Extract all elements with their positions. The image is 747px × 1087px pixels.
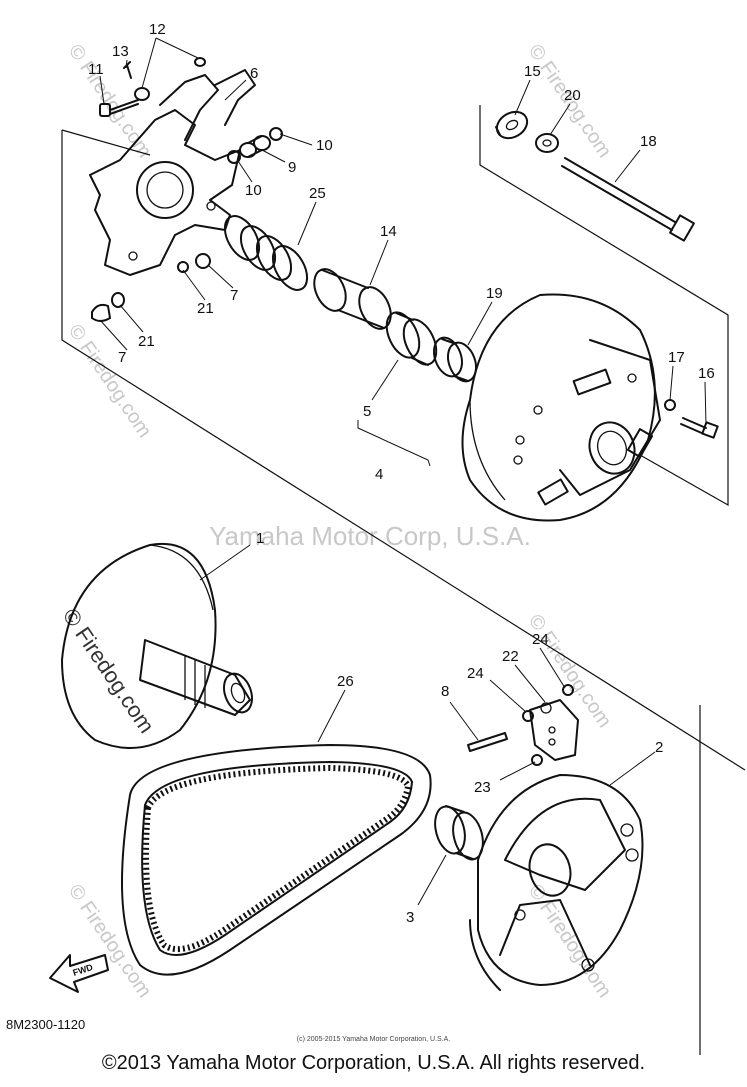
callout-label: 2 bbox=[655, 739, 663, 756]
diagram-part-code: 8M2300-1120 bbox=[6, 1017, 86, 1032]
callout-label: 19 bbox=[486, 285, 503, 302]
callout-label: 12 bbox=[149, 21, 166, 38]
callout-label: 11 bbox=[88, 61, 104, 78]
bushing-9 bbox=[239, 135, 271, 158]
copyright-footer: ©2013 Yamaha Motor Corporation, U.S.A. A… bbox=[101, 1052, 646, 1074]
washer-12b bbox=[194, 57, 206, 67]
bolt-11 bbox=[99, 99, 139, 117]
callout-labels: 12 13 11 6 10 9 10 25 14 15 20 18 7 21 2… bbox=[88, 21, 715, 926]
washer-12a bbox=[134, 87, 150, 101]
washer-17 bbox=[664, 399, 676, 411]
slider-bushing-14 bbox=[313, 268, 392, 330]
callout-label: 24 bbox=[467, 665, 484, 682]
watermark-side: © Firedog.com bbox=[524, 880, 616, 1001]
pin-13 bbox=[123, 61, 132, 79]
ramp-bracket-22 bbox=[529, 699, 579, 761]
callout-label: 15 bbox=[524, 63, 541, 80]
leader-lines bbox=[99, 37, 707, 906]
washer-10b bbox=[227, 150, 241, 164]
callout-label: 9 bbox=[288, 159, 296, 176]
callout-label: 7 bbox=[118, 349, 126, 366]
callout-label: 5 bbox=[363, 403, 371, 420]
fine-print-copyright: (c) 2005-2015 Yamaha Motor Corporation, … bbox=[296, 1036, 451, 1043]
callout-label: 25 bbox=[309, 185, 326, 202]
fixed-sheave-1 bbox=[61, 542, 254, 749]
callout-label: 17 bbox=[668, 349, 685, 366]
callout-label: 7 bbox=[230, 287, 238, 304]
upper-assembly-frame bbox=[61, 105, 746, 1055]
washer-20 bbox=[535, 133, 559, 153]
watermark-center: Yamaha Motor Corp, U.S.A. bbox=[209, 521, 531, 551]
callout-label: 22 bbox=[502, 648, 519, 665]
bolt-16 bbox=[680, 417, 719, 439]
callout-label: 13 bbox=[112, 43, 129, 60]
cap-7-and-washer-21 bbox=[91, 253, 211, 322]
pin-8 bbox=[467, 732, 508, 752]
callout-label: 1 bbox=[256, 530, 264, 547]
callout-label: 10 bbox=[316, 137, 333, 154]
callout-label: 8 bbox=[441, 683, 449, 700]
watermark-side: © Firedog.com bbox=[64, 880, 156, 1001]
watermark-side-dark: © Firedog.com bbox=[58, 604, 160, 738]
callout-label: 14 bbox=[380, 223, 397, 240]
secondary-cam-2 bbox=[469, 774, 644, 991]
bushing-3 bbox=[434, 805, 484, 861]
washer-24b bbox=[562, 684, 574, 696]
washer-10a bbox=[269, 127, 283, 141]
bushing-5 bbox=[385, 311, 438, 366]
callout-label: 16 bbox=[698, 365, 715, 382]
watermark-side: © Firedog.com bbox=[524, 610, 616, 731]
callout-label: 24 bbox=[532, 631, 549, 648]
fwd-arrow-icon: FWD bbox=[49, 954, 109, 993]
callout-label: 6 bbox=[250, 65, 258, 82]
bushing-19 bbox=[432, 336, 478, 383]
callout-label: 26 bbox=[337, 673, 354, 690]
callout-label: 21 bbox=[197, 300, 214, 317]
callout-label: 18 bbox=[640, 133, 657, 150]
callout-label: 20 bbox=[564, 87, 581, 104]
callout-label: 4 bbox=[375, 466, 383, 483]
washer-24a bbox=[522, 710, 534, 722]
spider-part bbox=[89, 69, 256, 276]
callout-label: 3 bbox=[406, 909, 414, 926]
movable-sheave-4 bbox=[461, 293, 661, 522]
callout-label: 21 bbox=[138, 333, 155, 350]
callout-label: 10 bbox=[245, 182, 262, 199]
callout-label: 23 bbox=[474, 779, 491, 796]
washer-15 bbox=[495, 110, 529, 140]
cap-23 bbox=[531, 754, 543, 766]
bolt-18 bbox=[561, 157, 695, 242]
spring-25 bbox=[223, 215, 309, 291]
drive-belt-26 bbox=[121, 744, 432, 976]
